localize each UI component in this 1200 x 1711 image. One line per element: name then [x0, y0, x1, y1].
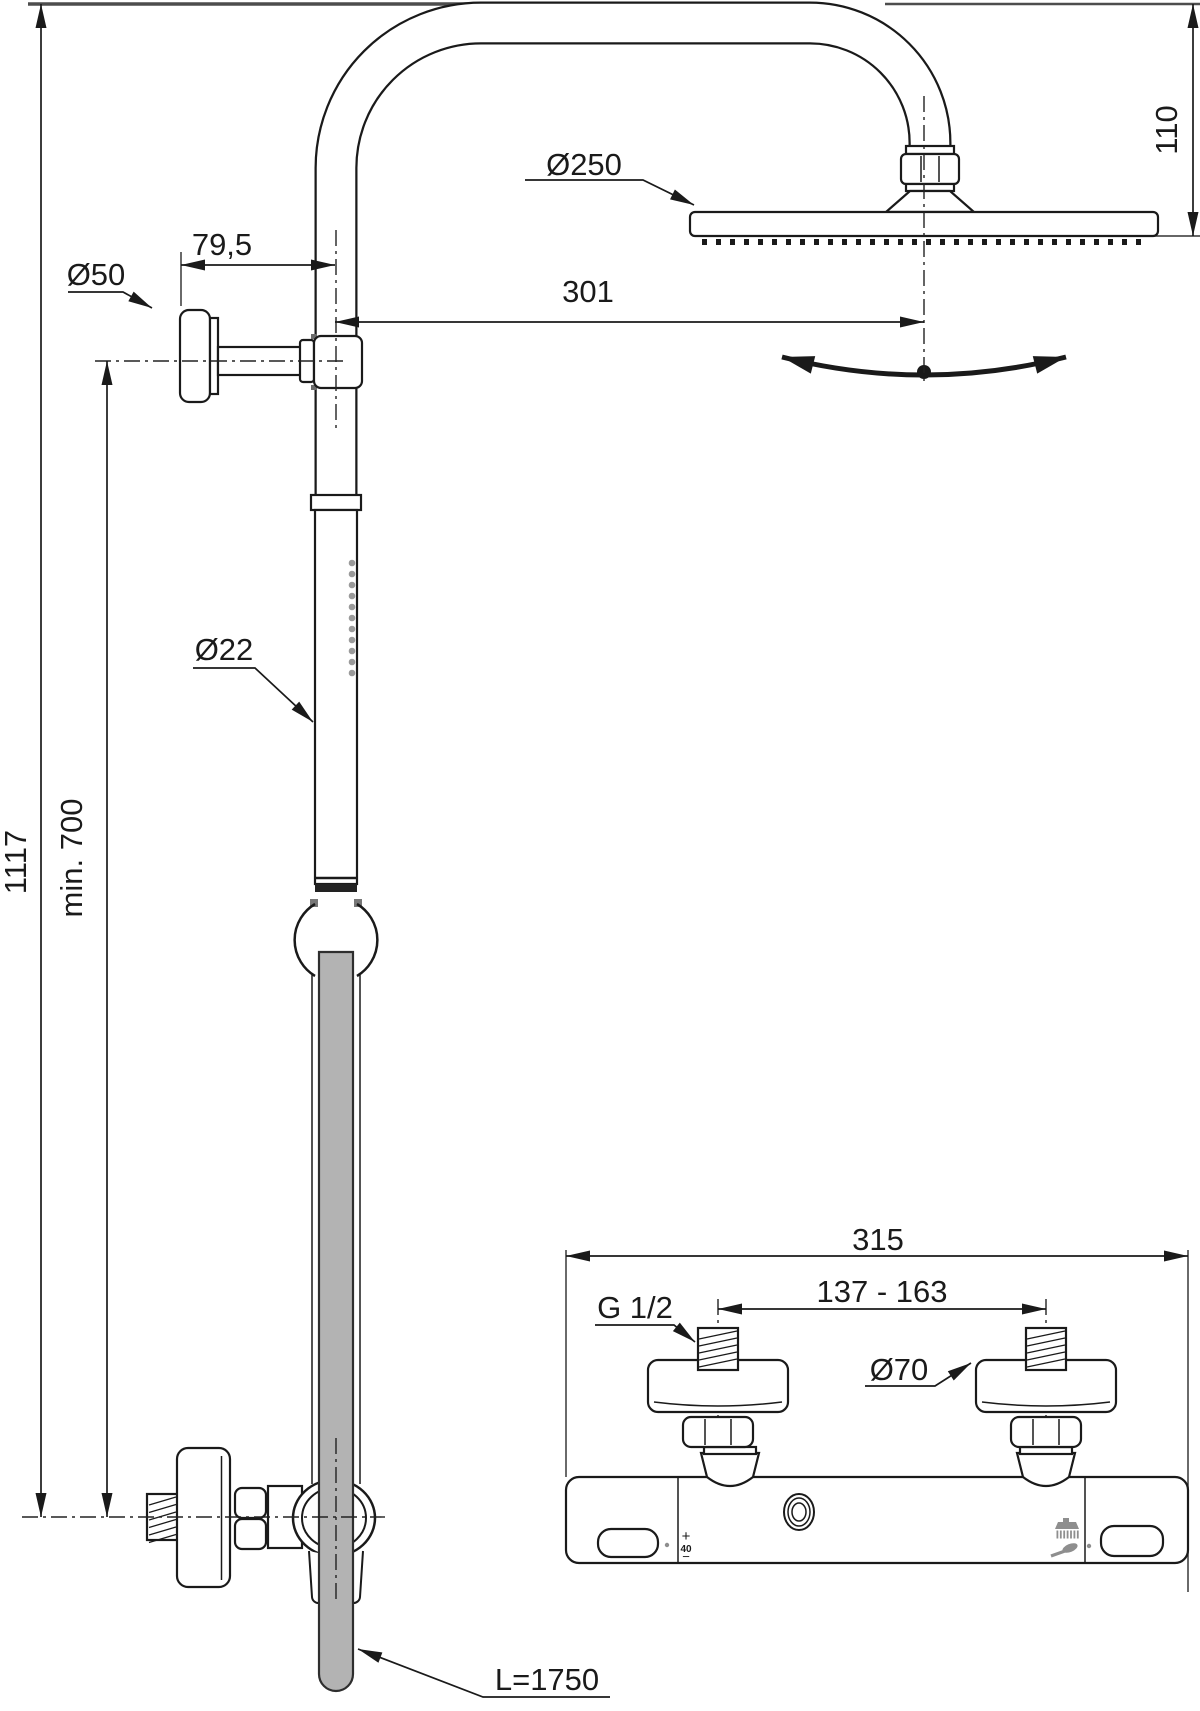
mixer-body — [564, 1475, 1190, 1565]
dimension-lines — [35, 4, 1199, 1698]
hand-shower-icon — [1050, 1543, 1078, 1558]
diverter-handle-grip — [1099, 1524, 1165, 1558]
dial-40-mark: 40 — [680, 1544, 692, 1555]
shower-column-pipe — [314, 1, 952, 505]
head-cone — [883, 189, 977, 214]
extension-lines — [28, 2, 1200, 1592]
leader-bracket-diameter — [68, 291, 153, 309]
thread-hatch — [148, 1496, 177, 1544]
left-inlet-cone — [699, 1451, 761, 1488]
bracket-diameter-label: Ø50 — [67, 257, 126, 292]
right-inlet-cone — [1015, 1451, 1077, 1488]
spray-dots — [348, 559, 356, 677]
dial-minus-mark: − — [682, 1549, 690, 1564]
nozzle-band — [702, 239, 1141, 245]
min-height-label: min. 700 — [54, 799, 89, 918]
outlet-port — [783, 1493, 815, 1531]
shower-hose — [317, 950, 355, 1693]
temperature-handle-grip — [596, 1527, 660, 1559]
leader-thread-size — [595, 1322, 696, 1343]
inlet-spread-label: 137 - 163 — [817, 1274, 948, 1309]
leader-head-diameter — [525, 179, 695, 206]
bracket-offset-label: 79,5 — [192, 227, 252, 262]
leader-escutcheon-diameter — [865, 1362, 972, 1387]
dimension-labels: Ø250 79,5 Ø50 301 Ø22 L=1750 315 137 - 1… — [0, 105, 1184, 1697]
leader-hose-length — [357, 1648, 610, 1698]
arm-reach-label: 301 — [562, 274, 614, 309]
slider-holder — [293, 899, 379, 1484]
thermostatic-mixer: + 40 − — [564, 1326, 1190, 1565]
hand-shower-stick — [309, 493, 363, 892]
rain-shower-icon — [1055, 1518, 1079, 1539]
leader-rail-diameter — [193, 667, 314, 723]
hose-length-label: L=1750 — [495, 1662, 599, 1697]
dial-plus-mark: + — [682, 1528, 691, 1545]
rail-diameter-label: Ø22 — [195, 632, 254, 667]
head-drop-label: 110 — [1149, 105, 1184, 154]
thread-size-label: G 1/2 — [597, 1290, 673, 1325]
thread-hatch — [698, 1330, 1066, 1368]
mixer-width-label: 315 — [852, 1222, 904, 1257]
left-inlet-nut — [681, 1415, 755, 1449]
right-inlet-nut — [1009, 1415, 1083, 1449]
escutcheon-diameter-label: Ø70 — [870, 1352, 929, 1387]
head-diameter-label: Ø250 — [546, 147, 622, 182]
total-height-label: 1117 — [0, 830, 33, 894]
